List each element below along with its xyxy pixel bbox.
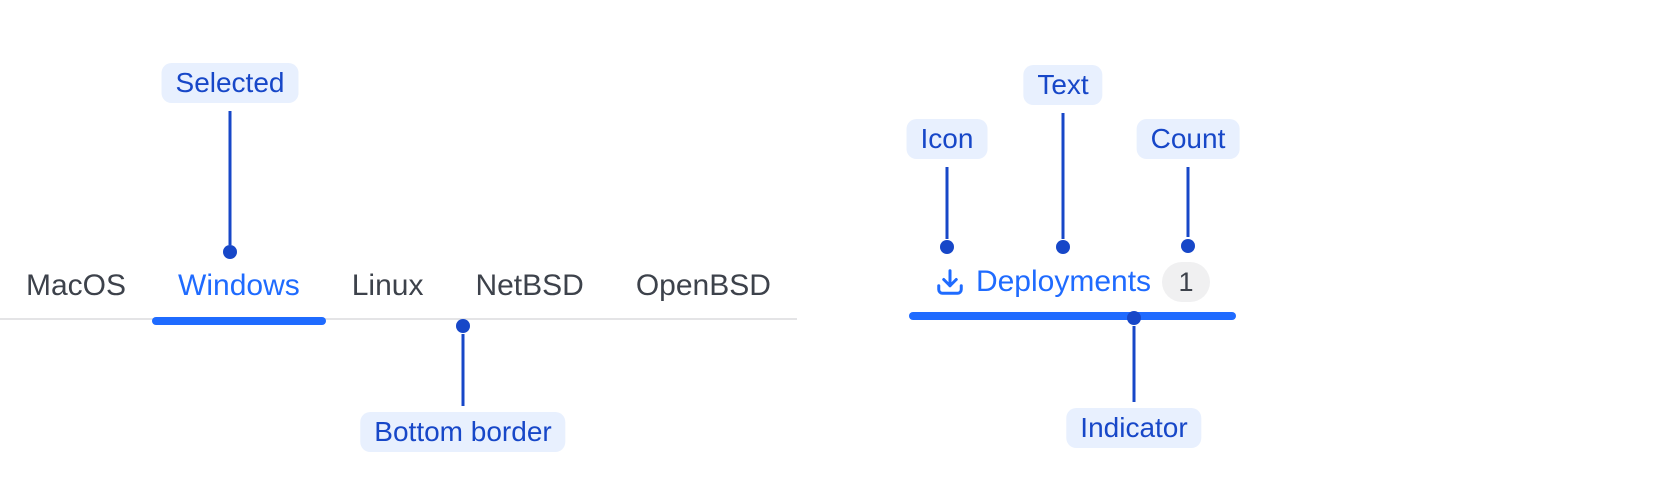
tab-windows[interactable]: Windows <box>152 253 326 325</box>
callout-dot-selected <box>223 245 237 259</box>
callout-line-text <box>1061 113 1065 239</box>
selected-tab-indicator <box>909 312 1236 320</box>
tab-label: Linux <box>351 268 424 302</box>
callout-label-indicator: Indicator <box>1066 408 1202 448</box>
callout-dot-icon <box>940 240 954 254</box>
callout-line-count <box>1186 167 1190 237</box>
callout-line-bottom-border <box>461 334 465 406</box>
tab-label: MacOS <box>26 268 127 302</box>
tab-label: OpenBSD <box>635 268 771 302</box>
download-icon <box>937 269 963 295</box>
callout-label-selected: Selected <box>161 63 299 103</box>
tab-openbsd[interactable]: OpenBSD <box>610 253 797 318</box>
callout-label-count: Count <box>1136 119 1240 159</box>
tab-label: Windows <box>178 268 300 302</box>
callout-dot-bottom-border <box>456 319 470 333</box>
tab-macos[interactable]: MacOS <box>0 253 152 318</box>
callout-line-icon <box>945 167 949 239</box>
callout-label-bottom-border: Bottom border <box>360 412 566 452</box>
callout-dot-count <box>1181 239 1195 253</box>
deployments-tab-label: Deployments <box>975 265 1152 298</box>
count-badge: 1 <box>1162 262 1211 302</box>
callout-line-indicator <box>1132 326 1136 402</box>
deployments-tab-content: Deployments 1 <box>909 252 1236 312</box>
os-tab-bar: MacOS Windows Linux NetBSD OpenBSD <box>0 253 797 325</box>
tab-linux[interactable]: Linux <box>326 253 450 318</box>
tab-netbsd[interactable]: NetBSD <box>449 253 609 318</box>
active-tab-underline <box>152 317 326 325</box>
callout-label-text: Text <box>1023 65 1103 105</box>
callout-line-selected <box>228 111 232 245</box>
tab-label: NetBSD <box>475 268 584 302</box>
callout-dot-indicator <box>1127 311 1141 325</box>
callout-label-icon: Icon <box>906 119 988 159</box>
callout-dot-text <box>1056 240 1070 254</box>
deployments-tab[interactable]: Deployments 1 <box>909 252 1236 320</box>
